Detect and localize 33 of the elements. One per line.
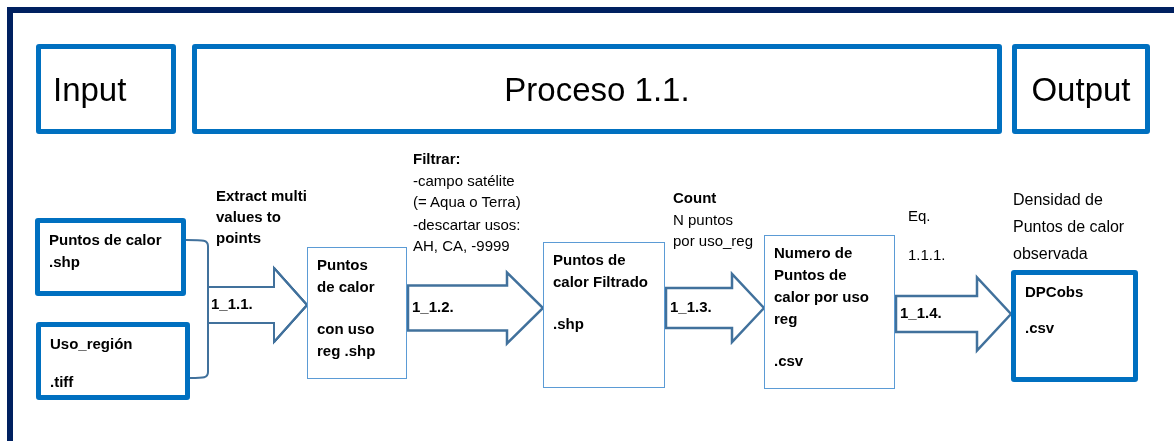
input-box: [36, 322, 190, 400]
annotation-text: Filtrar:: [413, 149, 462, 169]
node-text: con uso reg .shp: [317, 319, 377, 361]
input-box: [35, 218, 186, 296]
node-text: .csv: [774, 351, 805, 371]
node-text: .tiff: [50, 372, 75, 392]
node-text: .shp: [49, 252, 81, 272]
node-text: Proceso 1.1.: [504, 72, 690, 106]
annotation-text: -descartar usos: AH, CA, -9999: [413, 215, 522, 256]
node-text: Puntos de calor: [49, 230, 163, 250]
node-text: Puntos de calor Filtrado: [553, 250, 650, 292]
annotation-text: 1.1.1.: [908, 245, 947, 265]
node-text: DPCobs: [1025, 282, 1085, 302]
process-box: [307, 247, 407, 379]
header-box: [192, 44, 1002, 134]
node-text: Numero de Puntos de calor por uso reg: [774, 243, 871, 329]
annotation-text: Extract multi values to points: [216, 186, 308, 248]
annotation-text: Count: [673, 188, 718, 208]
header-box: [1012, 44, 1150, 134]
annotation-text: Eq.: [908, 206, 932, 226]
node-caption: Densidad de Puntos de calor observada: [1013, 190, 1126, 264]
annotation-text: -campo satélite (= Aqua o Terra): [413, 171, 522, 212]
annotation-text: N puntos por uso_reg: [673, 210, 755, 251]
process-box: [543, 242, 665, 388]
node-text: Uso_región: [50, 334, 134, 354]
node-text: Output: [1031, 72, 1131, 106]
process-box: [764, 235, 895, 389]
node-text: Input: [53, 72, 127, 106]
header-box: [36, 44, 176, 134]
node-text: Puntos de calor: [317, 255, 376, 297]
node-text: .csv: [1025, 318, 1056, 338]
node-text: .shp: [553, 314, 585, 334]
output-box: [1011, 270, 1138, 382]
